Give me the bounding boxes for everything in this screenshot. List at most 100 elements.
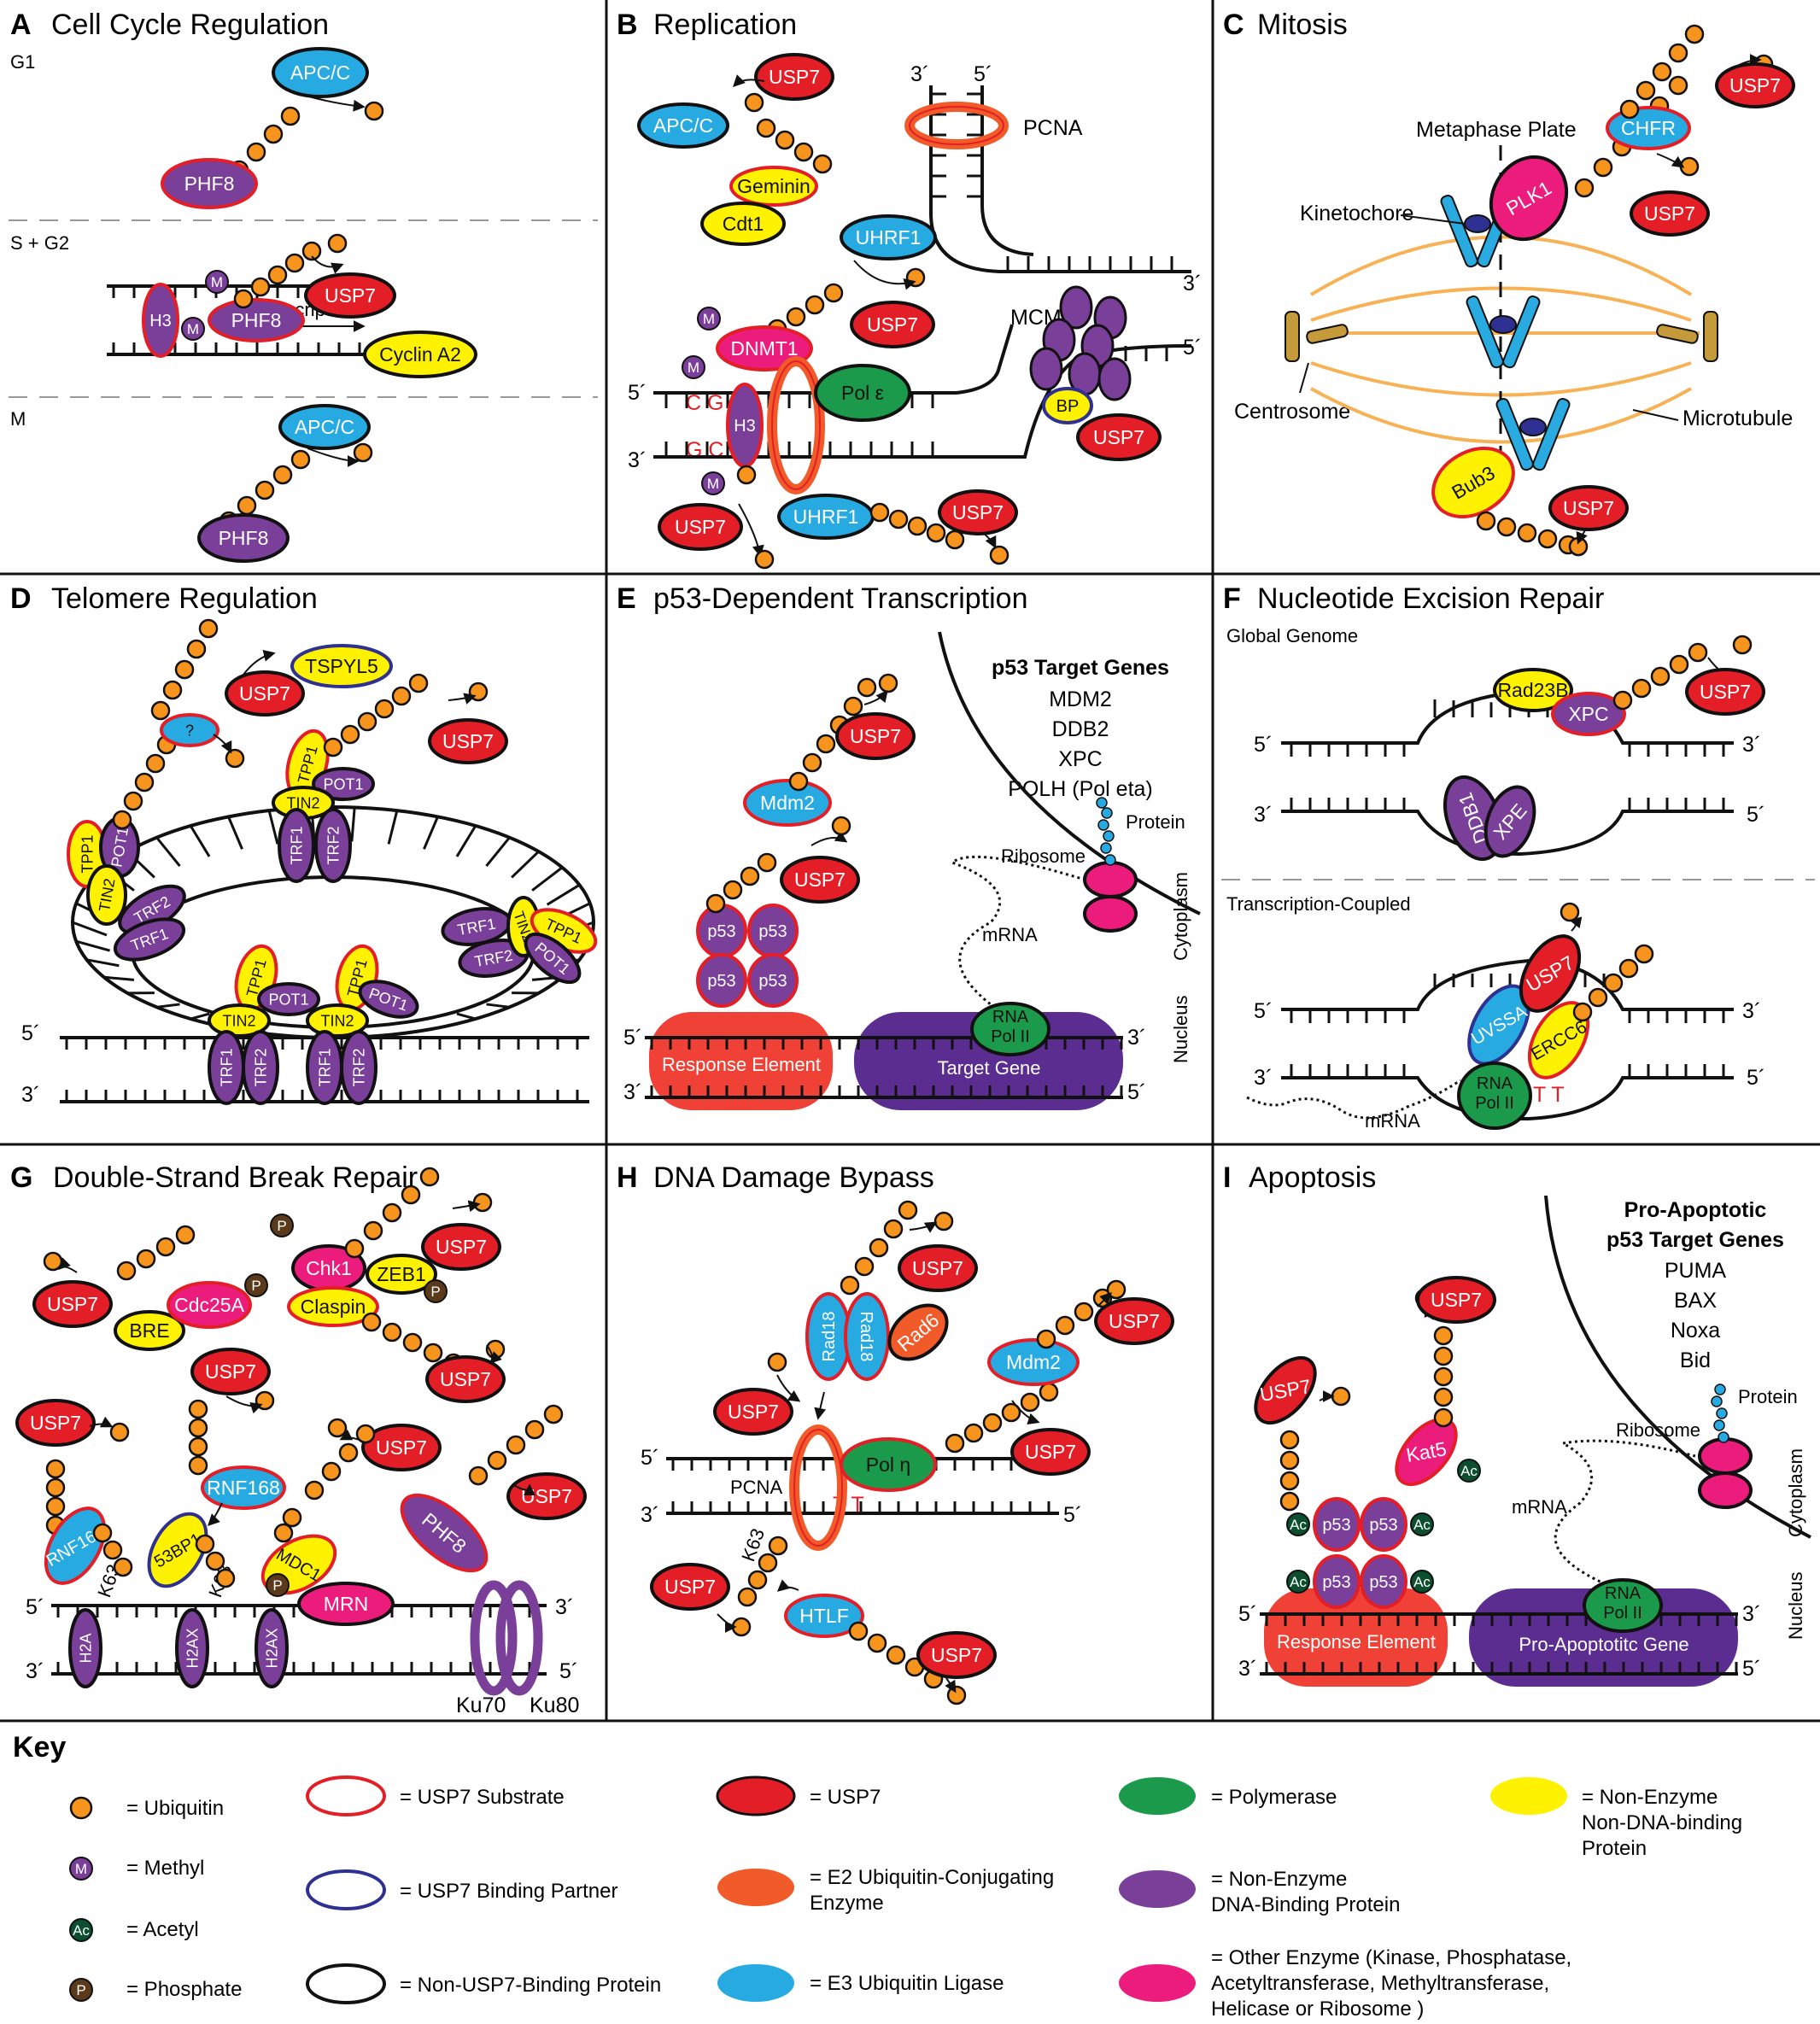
ubiquitin-icon: [747, 1570, 768, 1590]
key-other-3: Helicase or Ribosome ): [1211, 1998, 1424, 2021]
pol-epsilon-protein: Pol ε: [814, 364, 911, 422]
ubiquitin-free-g1: [43, 1251, 63, 1272]
usp7-protein-c2: USP7: [1630, 190, 1710, 237]
tc-label: Transcription-Coupled: [1226, 893, 1411, 915]
strand-5-f2: 5´: [1254, 999, 1273, 1023]
strand-5-f2r: 5´: [1747, 1066, 1765, 1090]
ku80-label: Ku80: [530, 1693, 579, 1717]
ubiquitin-chain-d2: [150, 618, 219, 721]
acetyl-icon-i1: Ac: [1286, 1512, 1310, 1536]
transfer-arrow-b1: [733, 74, 765, 87]
ubiquitin-icon: [1433, 1407, 1454, 1428]
usp7-protein-h5: USP7: [650, 1563, 730, 1611]
ubiquitin-icon: [468, 1465, 489, 1486]
pcna-label-b: PCNA: [1023, 116, 1083, 140]
claspin-protein: Claspin: [287, 1286, 379, 1327]
usp7-protein-h6: USP7: [916, 1631, 997, 1679]
usp7-protein-c3: USP7: [1548, 485, 1629, 531]
usp7-protein-h5-label: USP7: [664, 1576, 716, 1598]
ubiquitin-icon: [382, 1322, 402, 1343]
rnf168-protein-label: RNF168: [207, 1477, 280, 1499]
panel-g-letter: G: [10, 1161, 32, 1194]
cg-label: C G: [686, 391, 723, 415]
strand-5-h: 5´: [641, 1446, 659, 1470]
strand-3-label: 3´: [910, 62, 929, 86]
ubiquitin-icon: [92, 1523, 113, 1543]
ubiquitin-icon: [857, 677, 877, 698]
ubiquitin-icon: [282, 1507, 302, 1528]
usp7-protein-g4: USP7: [15, 1399, 96, 1447]
rna-pol-ii-f: [1457, 1062, 1532, 1130]
ubiquitin-icon: [1593, 157, 1613, 178]
ubiquitin-icon: [186, 639, 207, 659]
panel-h-title: DNA Damage Bypass: [653, 1161, 934, 1194]
panel-d-title: Telomere Regulation: [51, 582, 318, 615]
transfer-arrow-h4: [1097, 1292, 1112, 1307]
ubiquitin-free-g2: [472, 1192, 493, 1213]
transfer-arrow-h6: [717, 1613, 737, 1633]
ubiquitin-icon: [854, 1256, 875, 1277]
svg-text:P: P: [272, 1577, 282, 1594]
key-e2-1: = E2 Ubiquitin-Conjugating: [810, 1866, 1054, 1889]
ubiquitin-icon: [788, 771, 809, 792]
ubiquitin-icon: [382, 1202, 402, 1223]
ubiquitin-icon: [1279, 1491, 1300, 1512]
usp7-protein-f1-label: USP7: [1700, 681, 1751, 703]
strand-5-right-i: 5´: [1742, 1657, 1761, 1681]
dnmt1-protein-label: DNMT1: [730, 337, 798, 360]
panel-g-title: Double-Strand Break Repair: [53, 1161, 418, 1194]
tin2-protein-d4: TIN2: [208, 1003, 271, 1038]
ubiquitin-icon: [134, 772, 155, 793]
plk1-protein: PLK1: [1489, 155, 1569, 242]
key-nondna-2: Non-DNA-binding: [1582, 1811, 1742, 1834]
ercc6-protein: ERCC6: [1528, 1001, 1590, 1079]
ubiquitin-chain-g5: [92, 1523, 133, 1577]
htlf-protein-label: HTLF: [799, 1605, 849, 1627]
usp7-protein-b5-label: USP7: [952, 501, 1004, 524]
ubiquitin-icon: [1631, 678, 1652, 699]
mdm2-protein-e: Mdm2: [743, 779, 832, 827]
usp7-protein-c1: USP7: [1715, 62, 1795, 108]
key-e2-swatch: [717, 1869, 794, 1906]
ubiquitin-icon: [174, 659, 195, 680]
key-other-2: Acetyltransferase, Methyltransferase,: [1211, 1972, 1549, 1995]
strand-5-right-e: 5´: [1127, 1080, 1146, 1104]
key-swatches: [69, 1775, 1567, 2004]
key-polymerase: = Polymerase: [1211, 1786, 1337, 1809]
ubiquitin-icon: [1603, 973, 1624, 993]
q-protein-label: ?: [185, 722, 194, 739]
ubiquitin-chain-i2: [1433, 1325, 1454, 1428]
ubiquitin-icon: [487, 1450, 507, 1471]
nucleus-label-i: Nucleus: [1785, 1572, 1806, 1640]
ubiquitin-icon: [402, 1332, 423, 1353]
ubiquitin-icon: [898, 1200, 918, 1220]
chromosome-3: [1495, 398, 1571, 471]
transfer-arrow-g2: [452, 1200, 481, 1213]
transfer-arrow-g5: [225, 1395, 263, 1414]
ubiquitin-icon: [1574, 178, 1595, 198]
trf1-protein-d4: TRF1: [208, 1030, 245, 1105]
strand-3-f2r: 3´: [1742, 999, 1761, 1023]
ubiquitin-icon: [886, 1645, 906, 1665]
trf2-protein-d2: TRF2: [314, 808, 352, 883]
transfer-arrow-c2: [1656, 153, 1685, 168]
cdt1-protein: Cdt1: [700, 202, 786, 246]
ubiquitin-free-i1: [1331, 1386, 1351, 1407]
rad18-protein-2: Rad18: [844, 1292, 890, 1381]
ubiquitin-chain-b3: [736, 465, 757, 485]
ubiquitin-icon: [116, 1261, 137, 1281]
ubiquitin-icon: [802, 752, 822, 773]
key-usp7: = USP7: [810, 1786, 881, 1809]
acetyl-icon-i2: Ac: [1410, 1512, 1434, 1536]
mrna-strand-f: [1246, 1079, 1461, 1120]
cytoplasm-label-i: Cytoplasm: [1785, 1448, 1806, 1537]
ubiquitin-icon: [1279, 1430, 1300, 1450]
methyl-icon-b3: M: [701, 471, 725, 495]
methyl-icon-b1: M: [697, 307, 721, 331]
tin2-protein-d5-label: TIN2: [320, 1012, 354, 1029]
ubiquitin-icon: [543, 1404, 564, 1424]
transfer-arrow-e2: [863, 689, 888, 705]
transfer-arrow-d2: [243, 649, 276, 676]
transfer-arrow-b4: [738, 503, 764, 558]
